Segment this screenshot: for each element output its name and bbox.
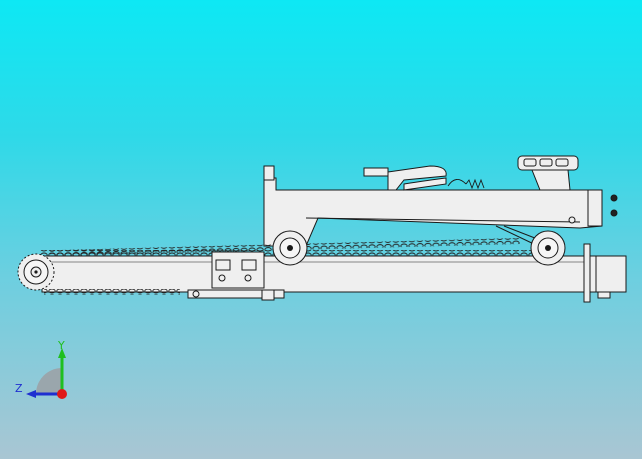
upper-frame[interactable] — [263, 165, 618, 247]
z-axis-arrow — [26, 390, 36, 398]
triad-arc — [36, 368, 62, 394]
idler-wheel-right[interactable] — [530, 230, 566, 266]
guide-bar[interactable] — [41, 255, 597, 293]
y-axis-arrow — [58, 348, 66, 358]
x-axis-dot — [57, 389, 67, 399]
end-flange[interactable] — [583, 243, 627, 303]
triad-graphic — [26, 348, 67, 399]
spring — [447, 178, 485, 190]
nose-sprocket[interactable] — [17, 253, 55, 291]
lever-handle[interactable] — [363, 165, 447, 191]
z-axis-label: Z — [15, 382, 23, 395]
y-axis-label: Y — [58, 339, 65, 352]
idler-wheel-left[interactable] — [272, 230, 308, 266]
mounting-bracket[interactable] — [187, 251, 285, 301]
orientation-triad[interactable]: Y Z — [14, 338, 78, 404]
top-clamp[interactable] — [517, 155, 579, 191]
